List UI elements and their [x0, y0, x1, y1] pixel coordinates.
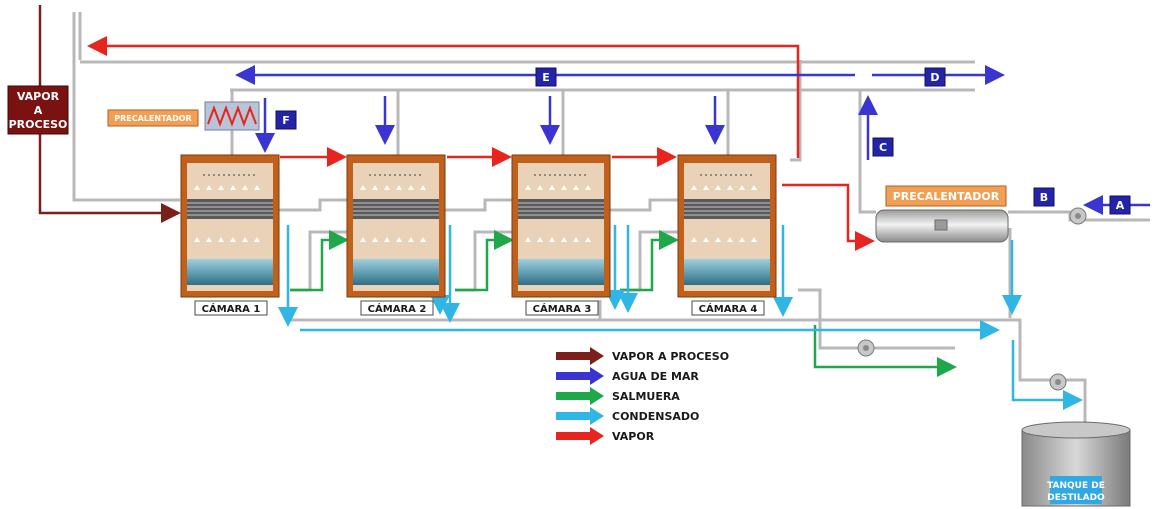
pump-seawater — [1069, 207, 1087, 225]
main-preheater: PRECALENTADOR — [875, 185, 1009, 243]
chamber-label-1: CÁMARA 1 — [194, 300, 268, 316]
pipe-connector-2 — [443, 198, 515, 212]
legend-item-5: VAPOR — [556, 427, 655, 445]
chamber-label-4: CÁMARA 4 — [691, 300, 765, 316]
brine-2-3 — [455, 230, 514, 292]
pipe-bottom-collector — [290, 318, 1022, 345]
brine-out — [813, 325, 957, 377]
chamber-label-2: CÁMARA 2 — [360, 300, 434, 316]
vapor-return-top — [87, 36, 800, 158]
legend-label-5: VAPOR — [612, 430, 655, 443]
legend: VAPOR A PROCESO AGUA DE MAR SALMUERA CONDEN… — [556, 347, 729, 445]
condensate-to-tank — [1011, 340, 1083, 410]
marker-c: C — [872, 137, 894, 157]
chamber-label-text-4: CÁMARA 4 — [699, 302, 758, 315]
chamber-3: CÁMARA 3 — [511, 154, 611, 316]
chamber-4: CÁMARA 4 — [677, 154, 777, 316]
pump-brine — [857, 339, 875, 357]
process-steam-line — [38, 5, 181, 223]
vapor-to-heater — [782, 183, 875, 251]
legend-label-4: CONDENSADO — [612, 410, 699, 423]
tanque-line2: DESTILADO — [1047, 493, 1105, 503]
precalentador-small-label: PRECALENTADOR — [114, 114, 191, 123]
legend-swatch-5 — [556, 432, 592, 440]
marker-text-c: C — [879, 141, 887, 154]
process-steam-flow — [38, 5, 181, 223]
chamber-label-text-3: CÁMARA 3 — [533, 302, 592, 315]
brine-1-2 — [290, 230, 349, 292]
precalentador-big-label: PRECALENTADOR — [893, 190, 1000, 203]
legend-label-1: VAPOR A PROCESO — [612, 350, 729, 363]
legend-swatch-2 — [556, 372, 592, 380]
vapor-proceso-box: VAPOR A PROCESO — [7, 85, 69, 135]
marker-b: B — [1033, 187, 1055, 207]
small-preheater: PRECALENTADOR — [107, 101, 260, 131]
legend-swatch-4 — [556, 412, 592, 420]
legend-item-4: CONDENSADO — [556, 407, 699, 425]
distillate-tank: TANQUE DE DESTILADO — [1021, 421, 1131, 507]
vapor-proceso-line3: PROCESO — [9, 118, 68, 131]
chamber-1: CÁMARA 1 — [180, 154, 280, 316]
marker-text-e: E — [542, 71, 550, 84]
chamber-2: CÁMARA 2 — [346, 154, 446, 316]
legend-swatch-1 — [556, 352, 592, 360]
legend-item-2: AGUA DE MAR — [556, 367, 699, 385]
marker-text-a: A — [1116, 199, 1125, 212]
condensate-flows — [278, 225, 1083, 410]
pipe-connector-3 — [608, 198, 680, 212]
pipe-seawater-right — [858, 90, 876, 214]
tanque-line1: TANQUE DE — [1047, 481, 1105, 491]
pipe-brine-discharge — [798, 288, 955, 350]
pipe-vapor-return — [790, 60, 802, 162]
vapor-proceso-line1: VAPOR — [17, 90, 60, 103]
brine-flows — [290, 230, 957, 377]
vapor-proceso-line2: A — [34, 104, 43, 117]
marker-text-f: F — [282, 114, 290, 127]
vapor-flows — [87, 36, 875, 251]
brine-3-4 — [620, 230, 679, 292]
pump-distillate — [1049, 373, 1067, 391]
marker-f: F — [275, 110, 297, 130]
marker-a: A — [1109, 195, 1131, 215]
chamber-label-text-1: CÁMARA 1 — [202, 302, 261, 315]
pipe-connector-1 — [278, 198, 350, 212]
marker-e: E — [535, 67, 557, 87]
marker-text-b: B — [1040, 191, 1048, 204]
marker-d: D — [924, 67, 946, 87]
marker-text-d: D — [930, 71, 939, 84]
chamber-label-3: CÁMARA 3 — [525, 300, 599, 316]
markers: A B C D E F — [275, 67, 1131, 215]
pipe-left-vertical — [72, 12, 180, 202]
legend-item-3: SALMUERA — [556, 387, 680, 405]
legend-label-3: SALMUERA — [612, 390, 680, 403]
chamber-label-text-2: CÁMARA 2 — [368, 302, 427, 315]
chambers: CÁMARA 1 CÁMARA 2 CÁMARA 3 CÁMARA 4 — [180, 154, 777, 316]
legend-item-1: VAPOR A PROCESO — [556, 347, 729, 365]
legend-label-2: AGUA DE MAR — [612, 370, 699, 383]
legend-swatch-3 — [556, 392, 592, 400]
